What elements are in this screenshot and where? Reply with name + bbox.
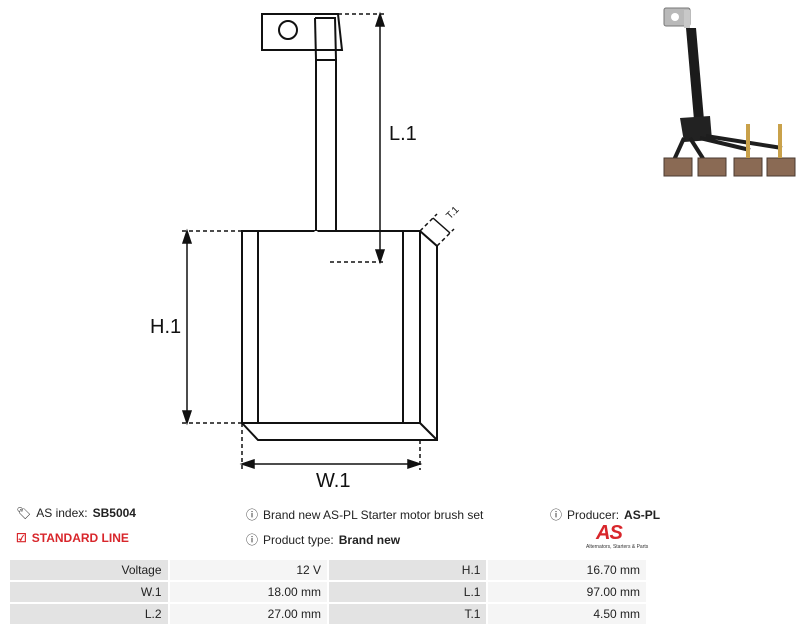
table-row: Voltage 12 V H.1 16.70 mm <box>10 560 646 580</box>
info-circle-icon: ⓘ <box>550 508 563 522</box>
label-w1: W.1 <box>316 470 350 492</box>
info-circle-icon: ⓘ <box>246 508 259 522</box>
spec-key: L.1 <box>329 582 487 602</box>
spec-key: W.1 <box>10 582 168 602</box>
spec-value: 97.00 mm <box>488 582 646 602</box>
spec-value: 4.50 mm <box>488 604 646 624</box>
spec-key: L.2 <box>10 604 168 624</box>
product-type-label: Product type: <box>263 532 334 547</box>
table-row: W.1 18.00 mm L.1 97.00 mm <box>10 582 646 602</box>
producer-label: Producer: <box>567 507 620 522</box>
spec-value: 12 V <box>169 560 328 580</box>
logo-text: AS <box>596 522 623 544</box>
specs-table: Voltage 12 V H.1 16.70 mm W.1 18.00 mm L… <box>8 558 648 626</box>
product-type: ⓘ Product type: Brand new <box>246 531 400 548</box>
as-index-label: AS index: <box>36 506 88 520</box>
check-square-icon: ☑ <box>16 531 27 545</box>
description: ⓘ Brand new AS-PL Starter motor brush se… <box>246 506 483 523</box>
spec-key: Voltage <box>10 560 168 580</box>
spec-key: H.1 <box>329 560 487 580</box>
tags-icon: 🏷︎ <box>16 506 32 520</box>
info-circle-icon: ⓘ <box>246 533 259 547</box>
label-l1: L.1 <box>389 123 417 145</box>
spec-value: 18.00 mm <box>169 582 328 602</box>
spec-key: T.1 <box>329 604 487 624</box>
product-type-value: Brand new <box>338 532 401 547</box>
standard-line: ☑ STANDARD LINE <box>16 531 129 545</box>
producer-value: AS-PL <box>624 507 661 522</box>
description-text: Brand new AS-PL Starter motor brush set <box>263 507 484 522</box>
as-index: 🏷︎ AS index: SB5004 <box>16 506 136 520</box>
producer: ⓘ Producer: AS-PL <box>550 506 660 523</box>
logo-tagline: Alternators, Starters & Parts <box>586 544 649 550</box>
label-h1: H.1 <box>150 316 181 338</box>
label-t1: T.1 <box>444 204 462 222</box>
spec-value: 27.00 mm <box>169 604 328 624</box>
product-photo <box>663 7 796 177</box>
brush-technical-drawing: L.1 H.1 W.1 T.1 <box>150 7 796 492</box>
as-index-value: SB5004 <box>92 506 136 520</box>
standard-line-label: STANDARD LINE <box>31 531 129 545</box>
spec-value: 16.70 mm <box>488 560 646 580</box>
table-row: L.2 27.00 mm T.1 4.50 mm <box>10 604 646 624</box>
as-pl-logo: AS Alternators, Starters & Parts <box>586 522 648 554</box>
